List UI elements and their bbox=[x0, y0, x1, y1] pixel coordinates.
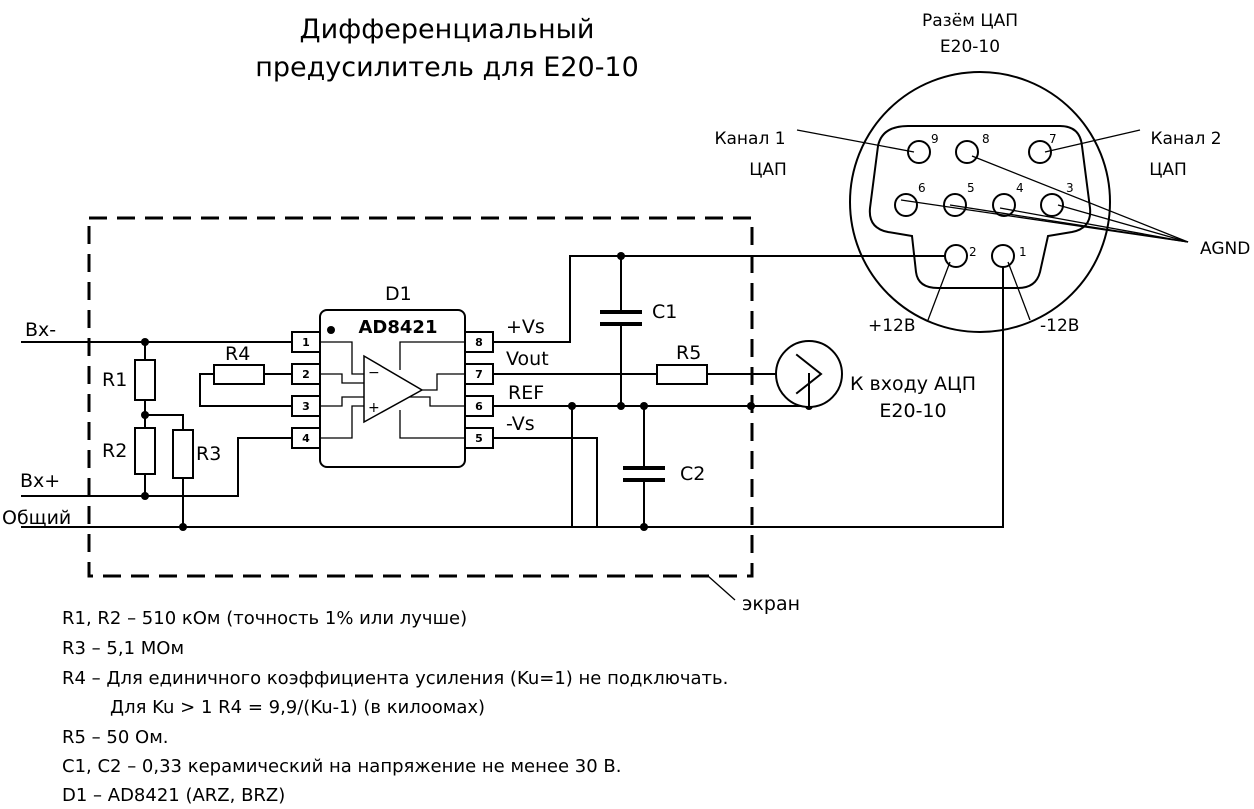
diagram-title-line1: Дифференциальный bbox=[300, 14, 595, 45]
minus12-label: -12В bbox=[1040, 316, 1079, 336]
pin-number-6: 6 bbox=[475, 400, 483, 413]
pin-number-3: 3 bbox=[302, 400, 310, 413]
junction-dot bbox=[141, 411, 149, 419]
junction-dot bbox=[617, 252, 625, 260]
shield-leader bbox=[707, 575, 736, 601]
label-c2: C2 bbox=[680, 463, 705, 485]
shield-boundary bbox=[87, 216, 754, 578]
plus12-label: +12В bbox=[868, 316, 916, 336]
adc-label-line2: Е20-10 bbox=[879, 400, 946, 422]
input-plus-label: Вх+ bbox=[20, 470, 60, 492]
connector-pin-3 bbox=[1040, 193, 1064, 217]
opamp-symbol bbox=[363, 354, 424, 424]
input-minus-label: Вх- bbox=[25, 319, 56, 341]
channel2-label-line1: Канал 2 bbox=[1150, 129, 1221, 149]
capacitor-c2 bbox=[623, 466, 665, 482]
resistor-r1 bbox=[134, 359, 156, 401]
resistor-r2 bbox=[134, 427, 156, 475]
connector-pin-number: 8 bbox=[982, 132, 990, 146]
note-line-4: Для Ku > 1 R4 = 9,9/(Ku-1) (в килоомах) bbox=[110, 697, 485, 718]
junction-dot bbox=[640, 523, 648, 531]
diagram-title-line2: предусилитель для Е20-10 bbox=[255, 52, 639, 83]
connector-pin-number: 4 bbox=[1016, 181, 1024, 195]
output-wiring bbox=[492, 255, 1004, 528]
pin-number-4: 4 bbox=[302, 432, 310, 445]
junction-dot bbox=[179, 523, 187, 531]
connector-pin-4 bbox=[992, 193, 1016, 217]
ic-designator: D1 bbox=[385, 283, 412, 305]
connector-title-line2: Е20-10 bbox=[940, 37, 1000, 57]
connector-pin-number: 9 bbox=[931, 132, 939, 146]
adc-input-connector bbox=[775, 340, 843, 408]
connector-pin-number: 5 bbox=[967, 181, 975, 195]
connector-pin-number: 2 bbox=[969, 245, 977, 259]
resistor-r4 bbox=[213, 364, 265, 385]
channel2-label-line2: ЦАП bbox=[1149, 160, 1187, 180]
label-r5: R5 bbox=[676, 342, 701, 364]
pin-label-vs-minus: -Vs bbox=[506, 413, 535, 435]
pin-number-1: 1 bbox=[302, 336, 310, 349]
pin-label-ref: REF bbox=[508, 382, 544, 404]
resistor-r5 bbox=[656, 364, 708, 385]
ic-internal-wiring bbox=[320, 341, 465, 439]
label-r4: R4 bbox=[225, 343, 250, 365]
connector-pin-number: 6 bbox=[918, 181, 926, 195]
connector-pin-5 bbox=[943, 193, 967, 217]
connector-pin-number: 3 bbox=[1066, 181, 1074, 195]
junction-dot bbox=[640, 402, 648, 410]
connector-pin-number: 7 bbox=[1049, 132, 1057, 146]
note-line-7: D1 – AD8421 (ARZ, BRZ) bbox=[62, 785, 285, 806]
connector-pin-number: 1 bbox=[1019, 245, 1027, 259]
capacitor-c1 bbox=[600, 310, 642, 326]
pin-number-5: 5 bbox=[475, 432, 483, 445]
connector-pin-6 bbox=[894, 193, 918, 217]
junction-dot bbox=[617, 402, 625, 410]
connector-title-line1: Разём ЦАП bbox=[922, 11, 1018, 31]
dac-connector-outline bbox=[849, 71, 1111, 333]
connector-leaders bbox=[796, 129, 1189, 321]
junction-dot bbox=[141, 492, 149, 500]
connector-pin-1 bbox=[991, 244, 1015, 268]
note-line-6: C1, C2 – 0,33 керамический на напряжение… bbox=[62, 756, 621, 777]
connector-pin-7 bbox=[1028, 140, 1052, 164]
connector-pin-9 bbox=[907, 140, 931, 164]
junction-dot bbox=[747, 402, 755, 410]
label-r1: R1 bbox=[102, 369, 127, 391]
shield-label: экран bbox=[742, 593, 800, 615]
label-c1: C1 bbox=[652, 301, 677, 323]
opamp-plus: + bbox=[368, 400, 380, 416]
opamp-minus: − bbox=[368, 365, 380, 381]
ic-part-number: AD8421 bbox=[359, 317, 438, 338]
pin-number-2: 2 bbox=[302, 368, 310, 381]
adc-label-line1: К входу АЦП bbox=[850, 373, 976, 395]
pin-label-vs-plus: +Vs bbox=[506, 316, 545, 338]
pin-number-8: 8 bbox=[475, 336, 483, 349]
channel1-label-line1: Канал 1 bbox=[714, 129, 785, 149]
label-r2: R2 bbox=[102, 440, 127, 462]
channel1-label-line2: ЦАП bbox=[749, 160, 787, 180]
note-line-1: R1, R2 – 510 кОм (точность 1% или лучше) bbox=[62, 608, 467, 629]
pin-label-vout: Vout bbox=[506, 348, 549, 370]
label-r3: R3 bbox=[196, 443, 221, 465]
junction-dot bbox=[568, 402, 576, 410]
connector-pin-8 bbox=[955, 140, 979, 164]
common-label: Общий bbox=[2, 507, 71, 529]
pin-number-7: 7 bbox=[475, 368, 483, 381]
note-line-3: R4 – Для единичного коэффициента усилени… bbox=[62, 668, 728, 689]
note-line-2: R3 – 5,1 МОм bbox=[62, 638, 184, 659]
connector-pin-2 bbox=[944, 244, 968, 268]
junction-dot bbox=[141, 338, 149, 346]
resistor-r3 bbox=[172, 429, 194, 479]
pin1-marker bbox=[327, 326, 335, 334]
note-line-5: R5 – 50 Ом. bbox=[62, 727, 169, 748]
agnd-label: AGND bbox=[1200, 239, 1250, 259]
